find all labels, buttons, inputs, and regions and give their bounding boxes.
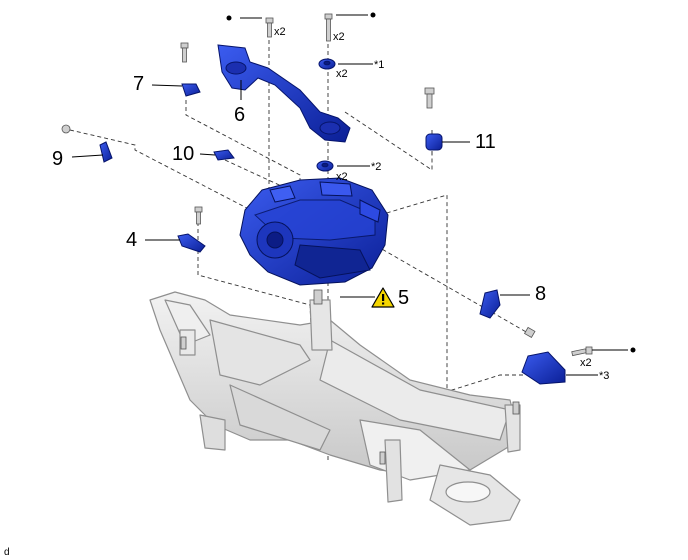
bolt-11: [424, 87, 435, 109]
callout-5: 5: [398, 287, 409, 309]
note-star-3: *3: [599, 370, 609, 382]
bolt-4: [194, 206, 203, 225]
bolt-7: [180, 42, 189, 63]
motor-assembly: [239, 177, 389, 286]
frame-stud-mid: [379, 451, 386, 465]
washer-1: [318, 58, 336, 70]
bullet-dot-icon: [226, 12, 636, 353]
corner-mark: d: [4, 547, 10, 558]
callout-6: 6: [234, 104, 245, 126]
qty-right-bolt: x2: [580, 357, 592, 369]
bolt-top-right: [324, 13, 333, 42]
qty-washer-2: x2: [336, 171, 348, 183]
warning-triangle-icon: [371, 287, 395, 308]
callout-4: 4: [126, 229, 137, 251]
bolts: [61, 13, 593, 465]
bolt-8: [523, 326, 536, 339]
callout-9: 9: [52, 148, 63, 170]
qty-top-left: x2: [274, 26, 286, 38]
leader-lines: [71, 14, 628, 376]
callout-10: 10: [172, 143, 194, 165]
note-star-2: *2: [371, 161, 381, 173]
callout-11: 11: [475, 131, 496, 153]
suspension-member: [149, 291, 521, 526]
small-bracket-7: [181, 83, 201, 97]
frame-stud-left: [180, 336, 187, 350]
mount-stud: [313, 289, 323, 305]
qty-top-right: x2: [333, 31, 345, 43]
qty-washer-1: x2: [336, 68, 348, 80]
bolt-right: [571, 346, 593, 357]
bolt-9: [61, 124, 71, 134]
callout-7: 7: [133, 73, 144, 95]
small-bracket-10: [213, 149, 235, 161]
motor-mount-bracket: [217, 44, 351, 143]
stopper-11: [425, 133, 443, 151]
callout-8: 8: [535, 283, 546, 305]
bolt-top-left: [265, 17, 274, 38]
small-bracket-9: [99, 141, 113, 163]
note-star-1: *1: [374, 59, 384, 71]
support-bracket-8: [479, 289, 501, 319]
washer-2: [316, 160, 334, 172]
frame-stud-right: [512, 401, 520, 415]
support-bracket-4: [177, 233, 206, 253]
rear-bracket-3: [521, 351, 566, 385]
